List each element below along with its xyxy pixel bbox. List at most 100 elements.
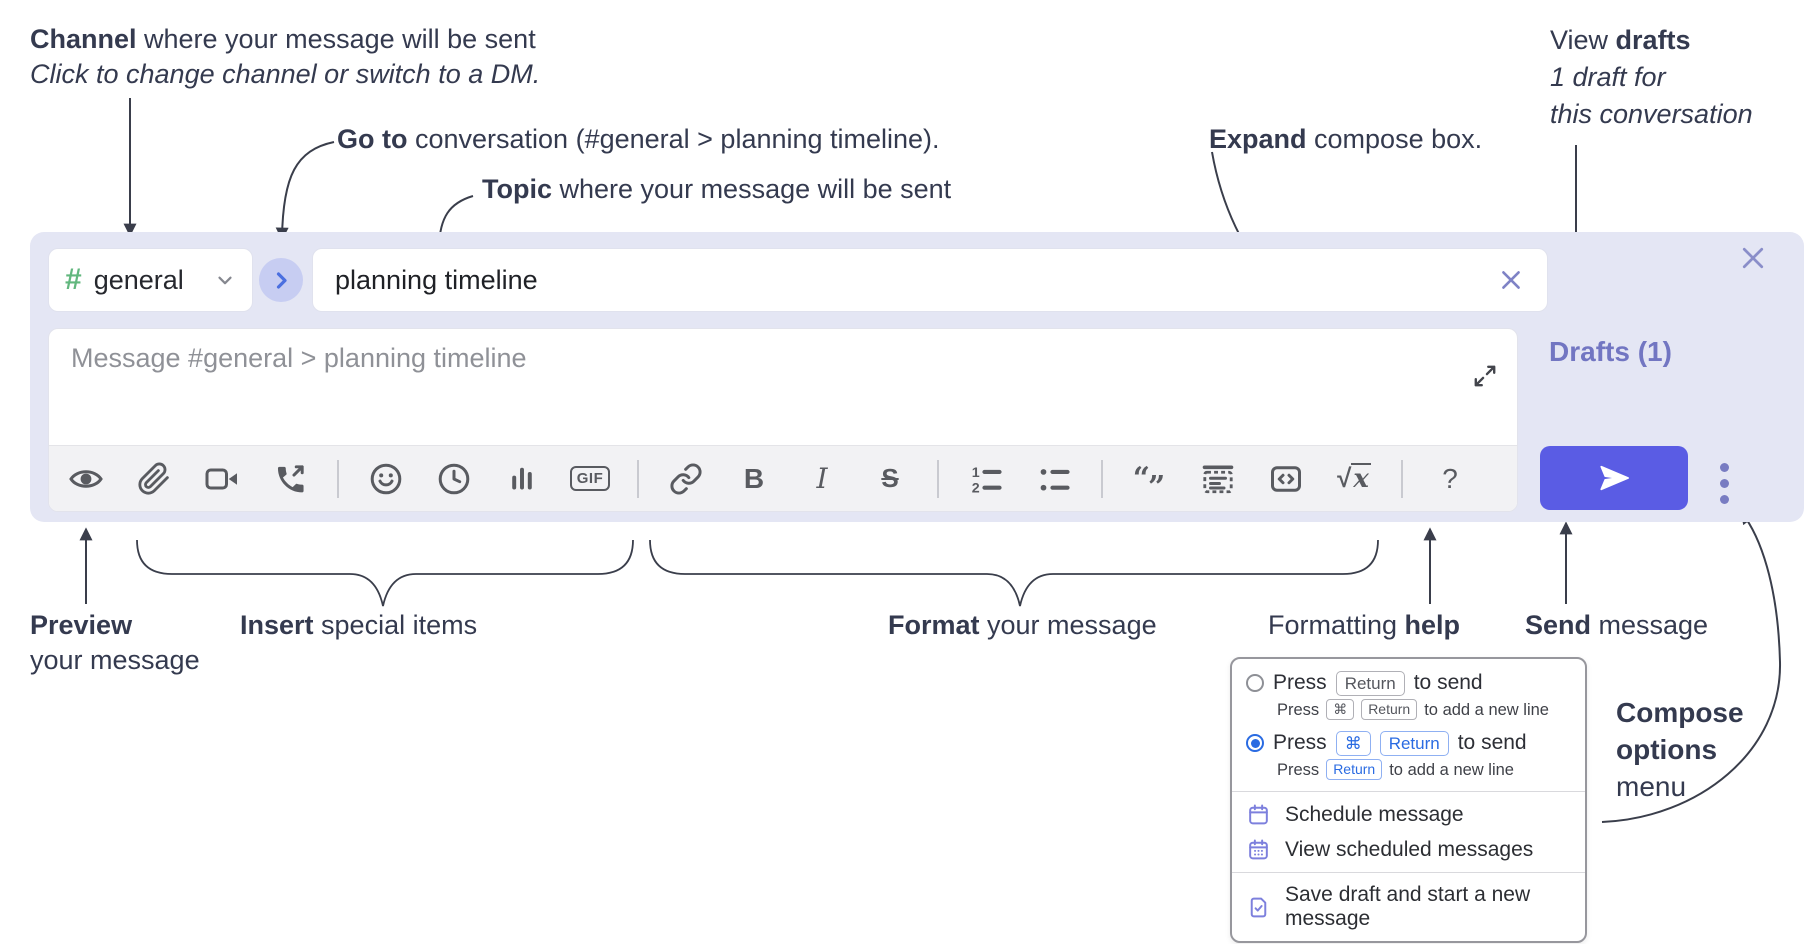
toolbar-divider — [337, 459, 339, 498]
italic-icon: I — [816, 462, 828, 495]
message-input[interactable] — [69, 341, 1453, 445]
preview-button[interactable] — [65, 458, 107, 500]
goto-conversation-button[interactable] — [259, 258, 303, 302]
square-root-icon: √x — [1337, 462, 1371, 494]
eye-icon — [69, 469, 103, 488]
menu-item-view-scheduled[interactable]: View scheduled messages — [1232, 832, 1585, 867]
menu-item-save-draft[interactable]: Save draft and start a new message — [1232, 878, 1585, 936]
italic-button[interactable]: I — [801, 458, 843, 500]
document-check-icon — [1246, 895, 1271, 920]
clock-icon — [438, 463, 470, 494]
kebab-dot — [1719, 478, 1729, 488]
close-icon — [1502, 271, 1520, 289]
option-return-to-send[interactable]: Press Return to send — [1232, 666, 1585, 698]
ordered-list-button[interactable]: 1 2 — [965, 458, 1007, 500]
bar-chart-icon — [512, 467, 532, 489]
poll-button[interactable] — [501, 458, 543, 500]
channel-selector[interactable]: # general — [48, 248, 253, 312]
message-editor[interactable]: GIF B I S — [48, 328, 1518, 512]
calendar-grid-icon — [1246, 837, 1271, 862]
goto-arrow — [275, 141, 335, 241]
compose-box-panel: # general Drafts (1) — [30, 232, 1804, 522]
close-icon — [1742, 247, 1764, 269]
return-key: Return — [1361, 699, 1418, 720]
return-key: Return — [1379, 730, 1449, 756]
compose-options-annotation: Compose options menu — [1616, 697, 1744, 802]
clear-topic-button[interactable] — [1491, 260, 1531, 300]
chevron-down-icon — [218, 276, 232, 285]
calendar-icon — [1246, 802, 1271, 827]
ordered-list-icon: 1 2 — [972, 464, 1002, 496]
bold-button[interactable]: B — [733, 458, 775, 500]
menu-divider — [1232, 872, 1585, 873]
channel-annotation-line2: Click to change channel or switch to a D… — [30, 59, 541, 89]
send-button[interactable] — [1540, 446, 1688, 510]
bullet-list-icon — [1040, 468, 1070, 491]
menu-item-schedule-message[interactable]: Schedule message — [1232, 797, 1585, 832]
format-annotation: Format your message — [888, 610, 1157, 640]
close-compose-button[interactable] — [1737, 242, 1769, 274]
toolbar-divider — [937, 459, 939, 498]
formatting-help-annotation: Formatting help — [1268, 610, 1461, 640]
snippet-icon — [1202, 465, 1234, 493]
quote-button[interactable]: “” — [1129, 458, 1171, 505]
expand-compose-button[interactable] — [1471, 362, 1499, 390]
code-icon — [1271, 465, 1301, 492]
radio-unselected-icon[interactable] — [1246, 674, 1264, 692]
expand-annotation: Expand compose box. — [1209, 124, 1483, 154]
format-brace — [649, 539, 1379, 607]
option-return-subtext: Press ⌘ Return to add a new line — [1277, 699, 1549, 720]
preview-annotation-line2: your message — [30, 645, 200, 675]
cmd-key: ⌘ — [1335, 730, 1371, 756]
quote-icon: “” — [1132, 460, 1166, 505]
svg-text:2: 2 — [972, 480, 980, 496]
bullet-list-button[interactable] — [1033, 458, 1075, 500]
paperclip-icon — [138, 462, 169, 495]
link-icon — [670, 463, 702, 494]
code-button[interactable] — [1265, 458, 1307, 500]
radio-selected-icon[interactable] — [1246, 734, 1264, 752]
compose-toolbar: GIF B I S — [49, 445, 1517, 511]
menu-divider — [1232, 791, 1585, 792]
topic-annotation: Topic where your message will be sent — [482, 174, 952, 204]
goto-annotation: Go to conversation (#general > planning … — [337, 124, 940, 154]
channel-annotation: Channel where your message will be sent — [30, 24, 536, 54]
phone-outgoing-icon — [277, 464, 304, 492]
option-cmd-return-to-send[interactable]: Press ⌘ Return to send — [1232, 726, 1585, 758]
video-clip-button[interactable] — [201, 458, 243, 500]
math-button[interactable]: √x — [1333, 458, 1375, 500]
topic-field — [312, 248, 1548, 312]
audio-call-button[interactable] — [269, 458, 311, 500]
channel-hash-icon: # — [65, 263, 82, 296]
channel-name: general — [93, 264, 184, 295]
insert-link-button[interactable] — [665, 458, 707, 500]
strikethrough-button[interactable]: S — [869, 458, 911, 500]
formatting-help-button[interactable]: ? — [1429, 458, 1471, 500]
strikethrough-icon: S — [881, 463, 899, 493]
bold-icon: B — [743, 462, 765, 494]
gif-button[interactable]: GIF — [569, 458, 611, 500]
svg-text:1: 1 — [972, 464, 980, 480]
send-annotation: Send message — [1525, 610, 1709, 640]
help-icon: ? — [1442, 462, 1458, 494]
option-cmd-return-subtext: Press Return to add a new line — [1277, 759, 1514, 780]
compose-options-button[interactable] — [1710, 456, 1738, 510]
toolbar-divider — [637, 459, 639, 498]
send-icon — [1600, 465, 1630, 491]
smiley-icon — [370, 463, 402, 494]
toolbar-divider — [1401, 459, 1403, 498]
drafts-link[interactable]: Drafts (1) — [1543, 335, 1678, 369]
topic-input[interactable] — [313, 264, 1491, 296]
return-key: Return — [1335, 670, 1405, 696]
toolbar-divider — [1101, 459, 1103, 498]
snippet-button[interactable] — [1197, 458, 1239, 500]
preview-annotation: Preview — [30, 610, 133, 640]
gif-icon: GIF — [569, 466, 611, 491]
recent-items-button[interactable] — [433, 458, 475, 500]
attach-file-button[interactable] — [133, 458, 175, 500]
emoji-button[interactable] — [365, 458, 407, 500]
insert-annotation: Insert special items — [240, 610, 478, 640]
expand-icon — [1474, 365, 1496, 387]
video-camera-icon — [205, 468, 237, 489]
